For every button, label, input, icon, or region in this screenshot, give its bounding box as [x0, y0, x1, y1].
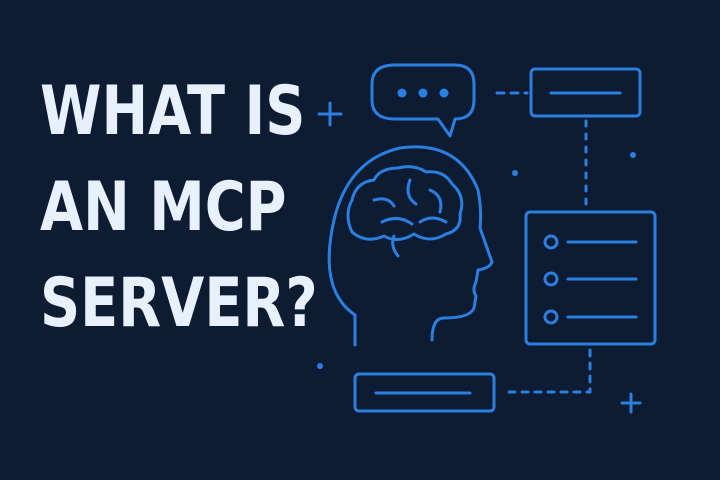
connector-panel-to-bottom-field: [503, 348, 592, 394]
dot-icon: [512, 170, 518, 176]
headline: WHAT IS AN MCP SERVER?: [40, 78, 318, 366]
dot-icon: [317, 363, 323, 369]
bulleted-list-panel-icon: [524, 210, 657, 346]
headline-line-1: WHAT IS: [40, 72, 306, 151]
bottom-text-field-icon: [353, 372, 496, 413]
headline-line-3: SERVER?: [40, 264, 318, 343]
plus-icon-bottom-right: [620, 392, 642, 414]
plus-icon: [317, 101, 343, 127]
dot-icon: [630, 152, 636, 158]
head-brain-icon: [327, 145, 494, 347]
top-text-field-icon: [529, 67, 642, 118]
speech-bubble-icon: [370, 63, 476, 138]
headline-line-2: AN MCP: [40, 168, 287, 247]
